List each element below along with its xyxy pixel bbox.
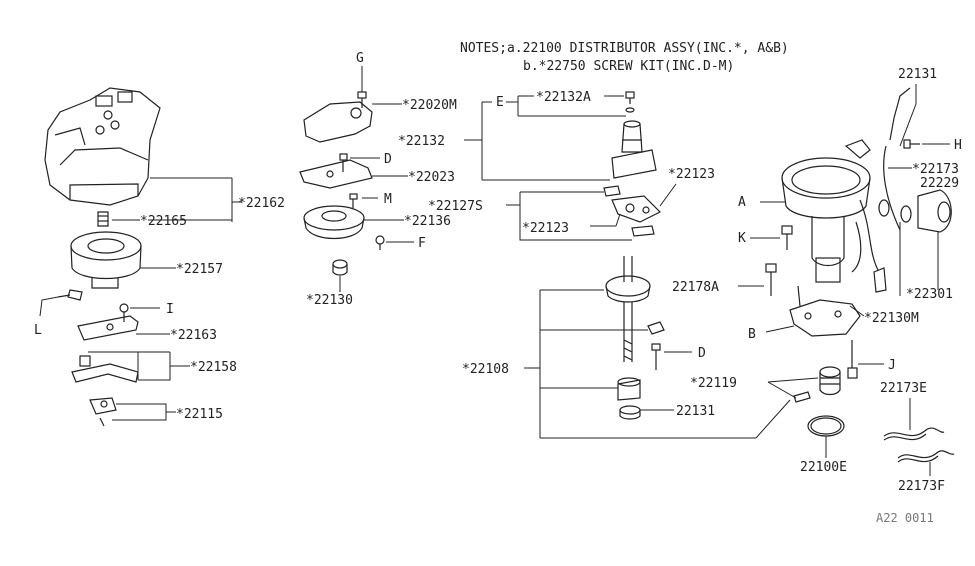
screw-i-drawing [119, 303, 129, 322]
label-22108: *22108 [462, 362, 509, 377]
notes-line-1: NOTES;a.22100 DISTRIBUTOR ASSY(INC.*, A&… [460, 41, 789, 56]
shaft-22108-drawing [605, 256, 665, 420]
part-22023-drawing [299, 159, 373, 189]
cam-22132-drawing [611, 120, 657, 179]
clip-22173e-drawing [883, 427, 945, 441]
label-22119: *22119 [690, 376, 737, 391]
screw-22132a-drawing [625, 91, 635, 113]
label-m: M [384, 192, 392, 207]
label-22130m: *22130M [864, 311, 919, 326]
label-22123-right: *22123 [668, 167, 715, 182]
plate-22136-drawing [303, 205, 365, 239]
label-22178a: 22178A [672, 280, 719, 295]
label-22162: *22162 [238, 196, 285, 211]
screw-l-drawing [57, 289, 83, 301]
label-d-lower: D [698, 346, 706, 361]
screw-h-drawing [903, 139, 920, 149]
label-22132: *22132 [398, 134, 445, 149]
label-22100e: 22100E [800, 460, 847, 475]
distributor-cap-drawing [44, 87, 161, 206]
label-f: F [418, 236, 426, 251]
label-22163: *22163 [170, 328, 217, 343]
label-b: B [748, 327, 756, 342]
label-22136: *22136 [404, 214, 451, 229]
notes-line-2: b.*22750 SCREW KIT(INC.D-M) [523, 59, 734, 74]
part-22130-drawing [332, 259, 348, 276]
label-22130: *22130 [306, 293, 353, 308]
label-k: K [738, 231, 746, 246]
label-22023: *22023 [408, 170, 455, 185]
vacuum-unit-22301-drawing [878, 189, 952, 233]
label-22173f: 22173F [898, 479, 945, 494]
label-22165: *22165 [140, 214, 187, 229]
plate-b-drawing [789, 285, 861, 337]
screw-d-lower-drawing [651, 343, 661, 370]
label-a: A [738, 195, 746, 210]
screw-f-drawing [375, 235, 385, 250]
label-22301: *22301 [906, 287, 953, 302]
screw-22178a-drawing [765, 263, 777, 296]
screw-m-drawing [349, 193, 358, 208]
label-e: E [496, 95, 504, 110]
label-22115: *22115 [176, 407, 223, 422]
label-22132a: *22132A [536, 90, 591, 105]
label-l: L [34, 323, 42, 338]
screw-d-upper-drawing [339, 153, 348, 172]
screw-k-drawing [781, 225, 793, 250]
part-22158-drawing [71, 355, 139, 383]
reference-code: A22 0011 [876, 511, 934, 525]
gear-22119-drawing [793, 366, 841, 403]
label-i: I [166, 302, 174, 317]
rotor-22157-drawing [70, 231, 142, 289]
clamp-22163-drawing [77, 315, 139, 341]
label-j: J [888, 358, 896, 373]
screw-j-drawing [847, 340, 858, 379]
label-g: G [356, 51, 364, 66]
label-22123-left: *22123 [522, 221, 569, 236]
spring-22165-drawing [97, 211, 109, 227]
o-ring-22100e-drawing [807, 415, 845, 437]
distributor-housing-drawing [781, 139, 887, 293]
label-22229: 22229 [920, 176, 959, 191]
label-22020m: *22020M [402, 98, 457, 113]
label-22173e: 22173E [880, 381, 927, 396]
part-22115-drawing [89, 397, 117, 427]
label-22131-lower: 22131 [676, 404, 715, 419]
part-22127s-drawing [603, 185, 662, 237]
label-22127s: *22127S [428, 199, 483, 214]
label-22131-upper: 22131 [898, 67, 937, 82]
clip-22173f-drawing [897, 450, 955, 463]
part-22020m-drawing [303, 101, 373, 143]
label-d-upper: D [384, 152, 392, 167]
label-h: H [954, 138, 962, 153]
wire-22131-drawing [883, 87, 911, 231]
label-22158: *22158 [190, 360, 237, 375]
label-22173: *22173 [912, 162, 959, 177]
label-22157: *22157 [176, 262, 223, 277]
